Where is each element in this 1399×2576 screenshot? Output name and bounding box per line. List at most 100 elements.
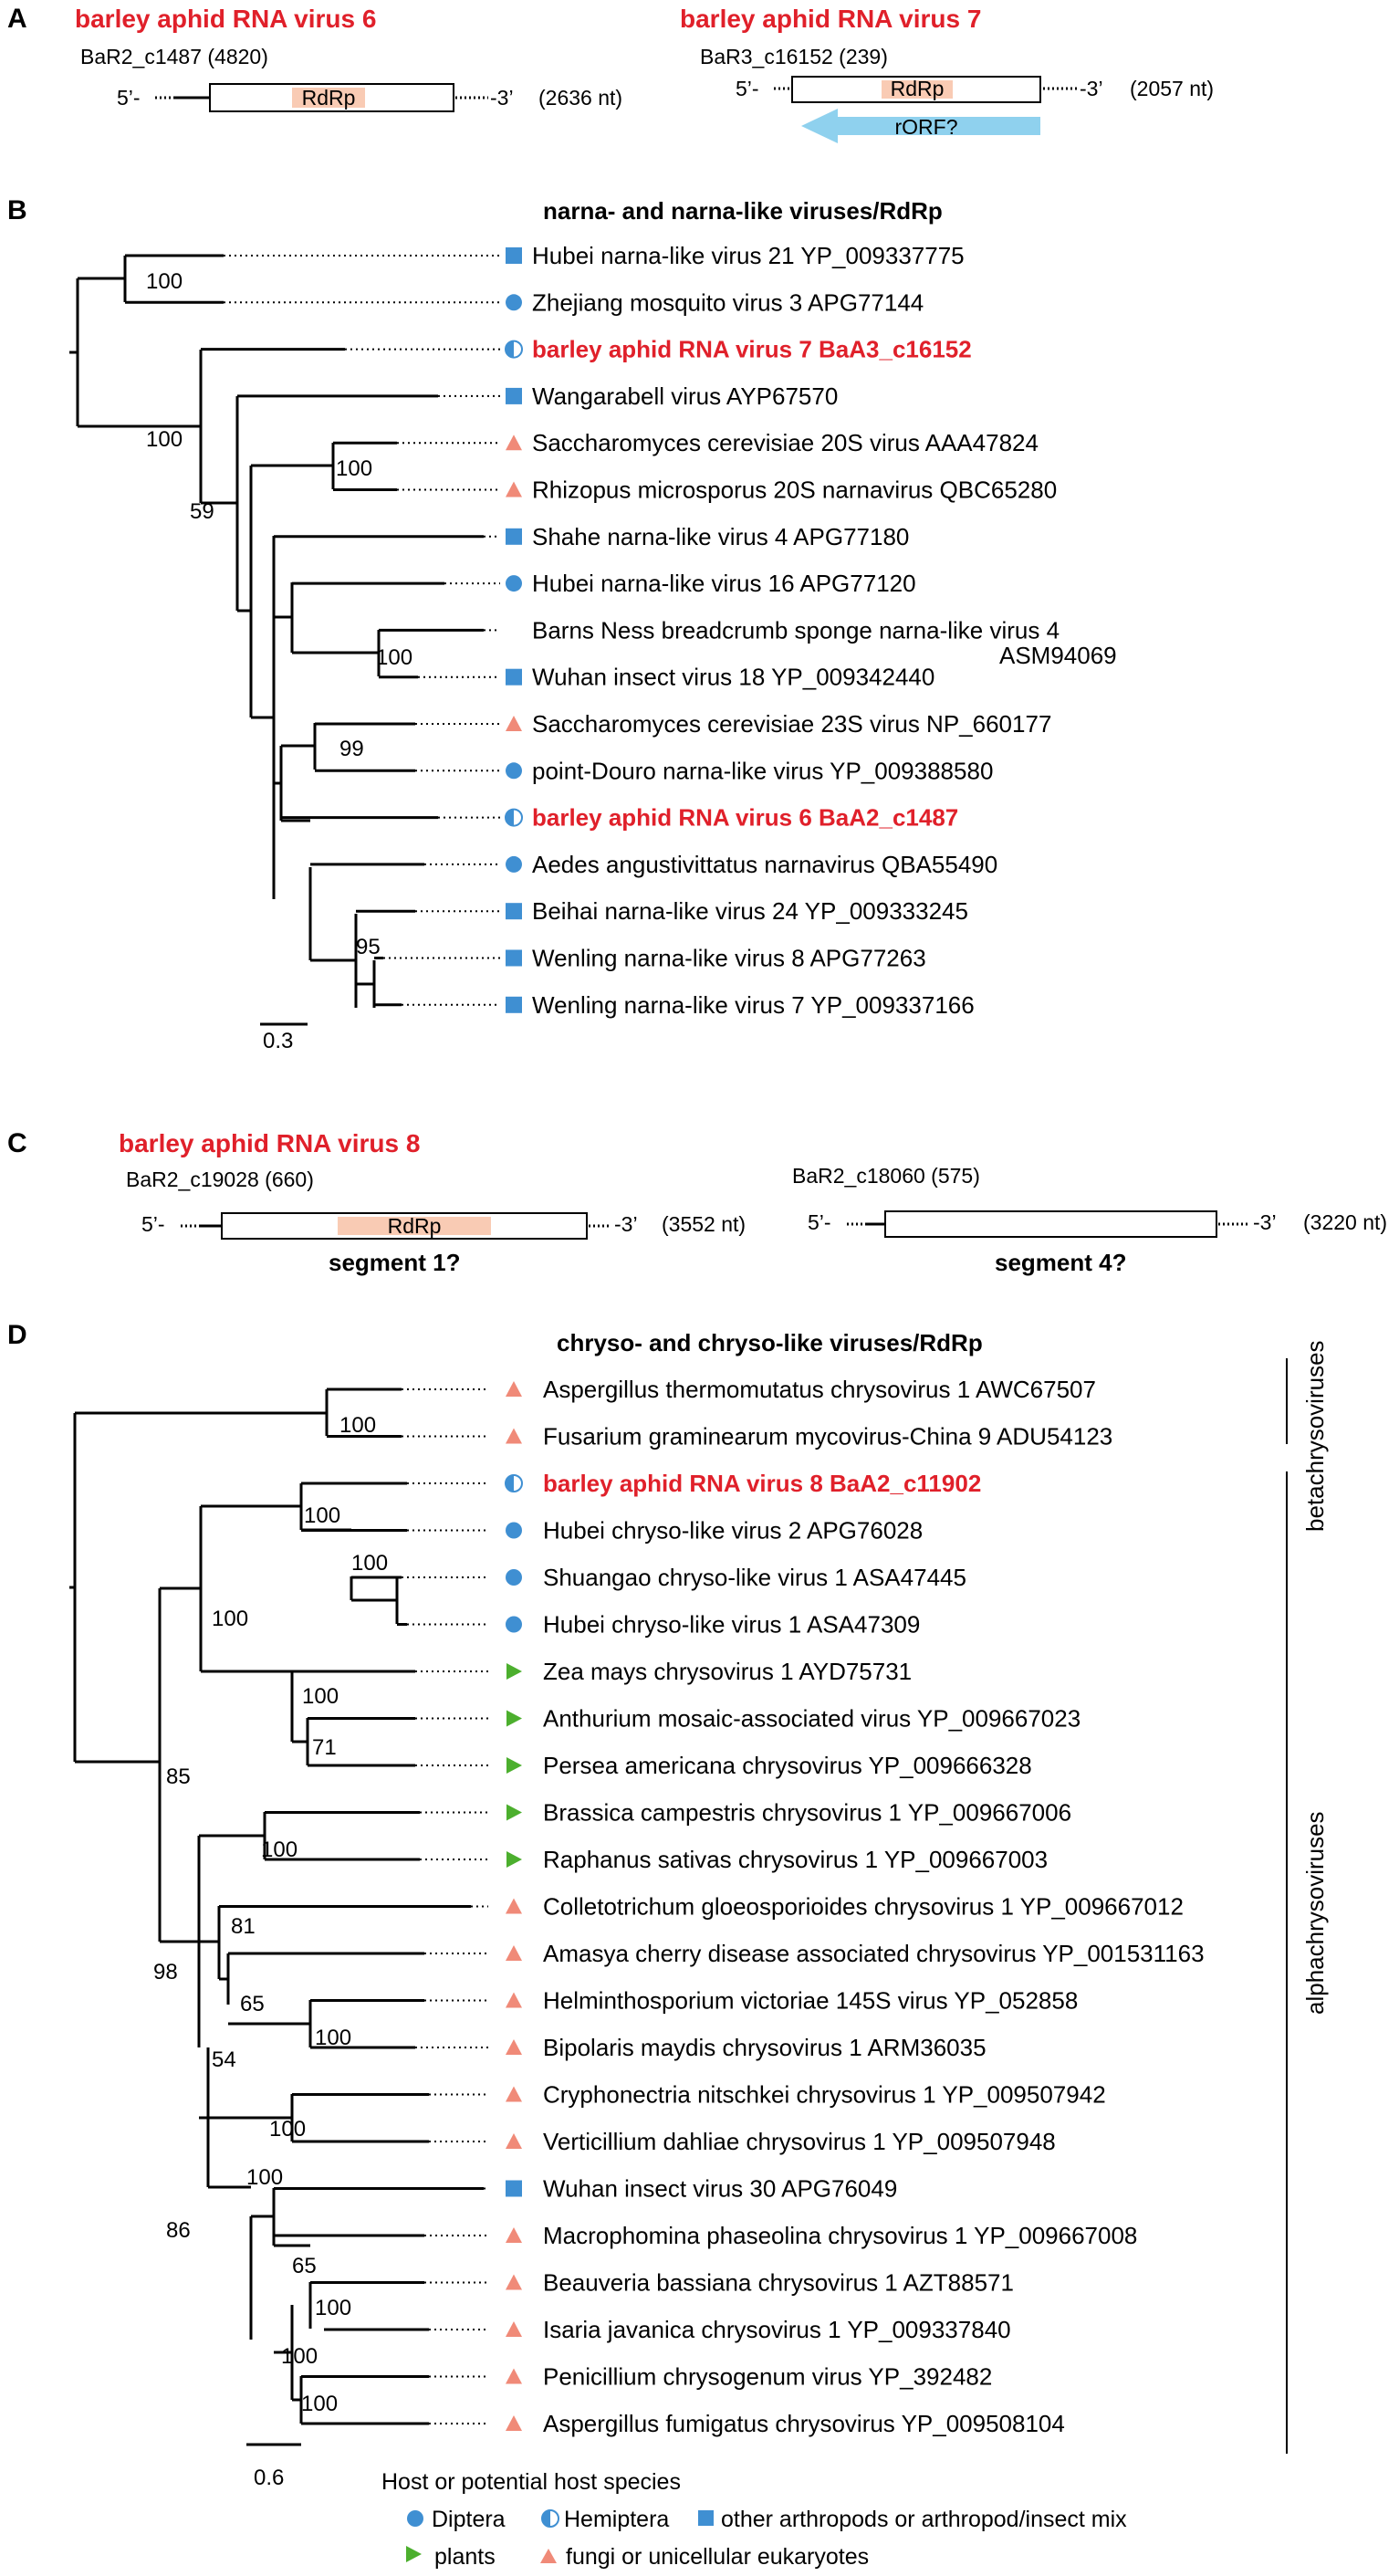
narna-bootstrap-3: 100 — [336, 456, 372, 481]
chryso-leaf-7-triangle-icon — [506, 1710, 522, 1727]
narna-leaf-label-13: Aedes angustivittatus narnavirus QBA5549… — [532, 851, 997, 878]
virus7-name: barley aphid RNA virus 7 — [680, 5, 981, 33]
chryso-leaf-18-triangle-icon — [506, 2227, 522, 2243]
narna-leaf-12-half-circle-icon — [505, 808, 523, 827]
virus6-three-prime: -3’ — [490, 86, 514, 110]
chryso-leaf-8-triangle-icon — [506, 1757, 522, 1774]
panel-c: C barley aphid RNA virus 8 BaR2_c19028 (… — [7, 1128, 1387, 1276]
virus7-rdrp-label: RdRp — [891, 77, 945, 100]
chryso-leaf-label-16: Verticillium dahliae chrysovirus 1 YP_00… — [543, 2128, 1056, 2155]
chryso-leaf-4-circle-icon — [506, 1569, 522, 1586]
panel-b-letter: B — [7, 195, 27, 225]
virus7-contig: BaR3_c16152 (239) — [700, 45, 888, 68]
panel-c-letter: C — [7, 1128, 27, 1158]
chryso-bootstrap-17: 100 — [315, 2296, 351, 2320]
narna-leaf-label-0: Hubei narna-like virus 21 YP_009337775 — [532, 242, 965, 269]
chryso-bootstrap-19: 100 — [301, 2392, 338, 2416]
chryso-bootstrap-9: 81 — [231, 1914, 256, 1939]
narna-leaf-label-7: Hubei narna-like virus 16 APG77120 — [532, 570, 916, 597]
chryso-leaf-label-4: Shuangao chryso-like virus 1 ASA47445 — [543, 1564, 966, 1591]
narna-leaf-11-circle-icon — [506, 762, 522, 780]
legend-diptera-label: Diptera — [432, 2507, 506, 2532]
narna-bootstrap-4: 100 — [376, 645, 412, 670]
chryso-leaf-label-1: Fusarium graminearum mycovirus-China 9 A… — [543, 1423, 1112, 1450]
host-legend: Host or potential host species Diptera H… — [381, 2469, 1127, 2570]
seg1-rdrp-label: RdRp — [388, 1214, 442, 1238]
legend-arthropods-icon — [698, 2510, 714, 2526]
chryso-bootstrap-12: 54 — [212, 2047, 236, 2072]
chryso-leaf-6-triangle-icon — [506, 1663, 522, 1680]
chryso-leaf-label-21: Penicillium chrysogenum virus YP_392482 — [543, 2363, 992, 2391]
narna-leaf-2-half-circle-icon — [505, 340, 523, 359]
chryso-bootstrap-15: 86 — [166, 2218, 191, 2243]
legend-plants-label: plants — [434, 2544, 496, 2570]
virus7-five-prime: 5’- — [736, 77, 759, 100]
narna-leaf-label-1: Zhejiang mosquito virus 3 APG77144 — [532, 288, 924, 316]
narna-leaf-label-8: Barns Ness breadcrumb sponge narna-like … — [532, 616, 1060, 644]
narna-bootstrap-2: 59 — [190, 499, 214, 524]
narna-leaf-label-16: Wenling narna-like virus 7 YP_009337166 — [532, 991, 975, 1019]
virus7-three-prime: -3’ — [1080, 77, 1103, 100]
seg4-five-prime: 5’- — [808, 1210, 831, 1234]
virus7-rorf-arrow — [801, 109, 1040, 143]
panel-d: D chryso- and chryso-like viruses/RdRp A… — [7, 1320, 1329, 2490]
chryso-bootstrap-14: 100 — [246, 2165, 283, 2190]
narna-bootstrap-1: 100 — [146, 427, 183, 452]
panel-b: B narna- and narna-like viruses/RdRp Hub… — [7, 195, 1117, 1053]
narna-leaf-13-circle-icon — [506, 855, 522, 873]
chryso-leaf-label-19: Beauveria bassiana chrysovirus 1 AZT8857… — [543, 2269, 1014, 2297]
legend-hemiptera-icon — [541, 2509, 559, 2528]
seg1-contig: BaR2_c19028 (660) — [126, 1168, 314, 1191]
chryso-leaf-21-triangle-icon — [506, 2368, 522, 2384]
chryso-leaf-label-9: Brassica campestris chrysovirus 1 YP_009… — [543, 1799, 1071, 1827]
chryso-leaf-10-triangle-icon — [506, 1851, 522, 1868]
chryso-leaf-5-circle-icon — [506, 1616, 522, 1633]
chryso-leaf-14-triangle-icon — [506, 2039, 522, 2055]
chryso-bootstrap-3: 100 — [212, 1607, 248, 1631]
chryso-bootstrap-11: 100 — [315, 2026, 351, 2050]
chryso-leaf-label-2: barley aphid RNA virus 8 BaA2_c11902 — [543, 1470, 981, 1497]
panel-d-letter: D — [7, 1320, 27, 1350]
narna-leaf-15-square-icon — [506, 949, 522, 967]
virus6-name: barley aphid RNA virus 6 — [75, 5, 376, 33]
chryso-leaf-label-18: Macrophomina phaseolina chrysovirus 1 YP… — [543, 2222, 1137, 2249]
seg1-caption: segment 1? — [329, 1249, 461, 1276]
virus8-name: barley aphid RNA virus 8 — [119, 1129, 420, 1157]
narna-leaf-14-square-icon — [506, 903, 522, 920]
legend-fungi-icon — [540, 2549, 557, 2563]
chryso-leaf-19-triangle-icon — [506, 2274, 522, 2290]
virus6-rdrp-label: RdRp — [302, 86, 356, 110]
chryso-leaf-label-7: Anthurium mosaic-associated virus YP_009… — [543, 1705, 1081, 1733]
seg1-five-prime: 5’- — [141, 1212, 165, 1236]
seg4-caption: segment 4? — [995, 1249, 1127, 1276]
narna-leaf-6-square-icon — [506, 528, 522, 545]
narna-leaf-3-square-icon — [506, 387, 522, 404]
virus6-length: (2636 nt) — [538, 86, 622, 110]
chryso-leaf-16-triangle-icon — [506, 2133, 522, 2149]
chryso-leaf-label-11: Colletotrichum gloeosporioides chrysovir… — [543, 1893, 1184, 1921]
seg1-rdrp-highlight — [338, 1217, 491, 1235]
chryso-bootstrap-5: 71 — [312, 1735, 337, 1760]
chryso-bootstrap-6: 85 — [166, 1764, 191, 1789]
narna-leaf-label-14: Beihai narna-like virus 24 YP_009333245 — [532, 897, 968, 925]
chryso-bootstrap-8: 98 — [153, 1960, 178, 1984]
chryso-leaf-label-12: Amasya cherry disease associated chrysov… — [543, 1940, 1205, 1967]
chryso-leaf-label-0: Aspergillus thermomutatus chrysovirus 1 … — [543, 1376, 1096, 1403]
chryso-leaf-label-6: Zea mays chrysovirus 1 AYD75731 — [543, 1658, 912, 1685]
seg4-genome-box — [884, 1210, 1217, 1238]
extra-accession-label: ASM94069 — [999, 642, 1117, 669]
narna-leaf-label-5: Rhizopus microsporus 20S narnavirus QBC6… — [532, 476, 1057, 504]
chryso-leaf-22-triangle-icon — [506, 2415, 522, 2431]
panel-a-letter: A — [7, 4, 27, 34]
narna-leaf-16-square-icon — [506, 996, 522, 1013]
chryso-leaf-label-10: Raphanus sativas chrysovirus 1 YP_009667… — [543, 1846, 1048, 1873]
chryso-leaf-label-8: Persea americana chrysovirus YP_00966632… — [543, 1752, 1032, 1779]
legend-title: Host or potential host species — [381, 2469, 681, 2495]
narna-leaf-label-4: Saccharomyces cerevisiae 20S virus AAA47… — [532, 429, 1039, 456]
chryso-leaf-label-14: Bipolaris maydis chrysovirus 1 ARM36035 — [543, 2034, 987, 2061]
virus6-contig: BaR2_c1487 (4820) — [80, 45, 268, 68]
narna-bootstrap-6: 95 — [356, 935, 381, 959]
legend-diptera-icon — [407, 2510, 423, 2527]
narna-leaf-7-circle-icon — [506, 575, 522, 592]
